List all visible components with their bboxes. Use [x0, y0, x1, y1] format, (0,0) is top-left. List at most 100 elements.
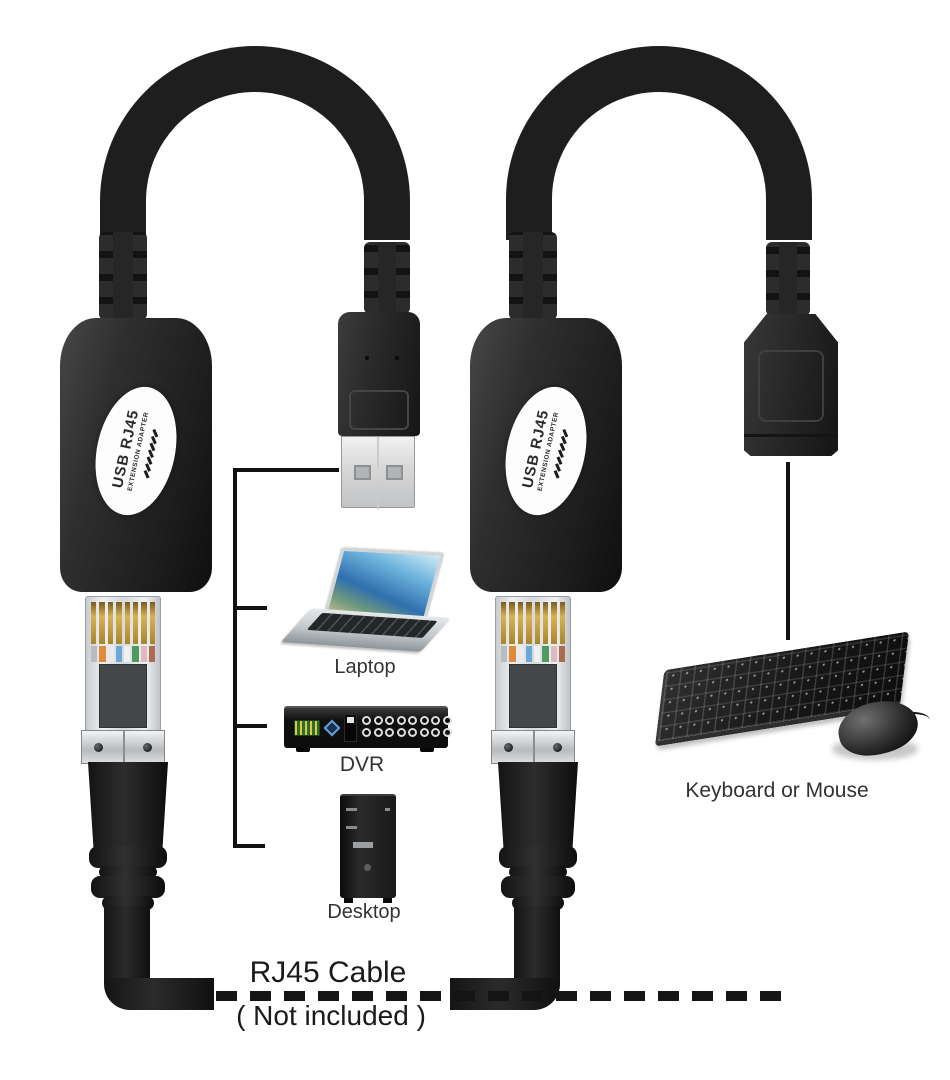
bnc	[362, 716, 371, 725]
left-boot-ring	[91, 876, 165, 898]
crimp-screw	[553, 743, 562, 752]
pin	[501, 602, 507, 644]
wire	[124, 646, 131, 662]
usb-female-seam	[744, 434, 838, 437]
crimp-split	[123, 731, 125, 763]
right-cable-arc	[506, 46, 812, 240]
bracket-branch-dvr	[237, 724, 267, 728]
dvr-port-pins	[347, 717, 354, 723]
bnc	[442, 728, 452, 737]
wire	[525, 646, 532, 662]
left-cable-arc	[100, 46, 410, 240]
wire	[107, 646, 114, 662]
bracket-branch-desktop	[237, 844, 265, 848]
bnc	[396, 716, 406, 725]
wire	[542, 646, 549, 662]
pin	[526, 602, 532, 644]
wire	[115, 646, 122, 662]
right-rj45-crimp-band	[491, 730, 575, 764]
pin	[124, 602, 130, 644]
right-boot-ring	[499, 846, 577, 868]
right-rj45-boot	[498, 762, 578, 850]
wire	[91, 646, 98, 662]
pin	[107, 602, 114, 644]
bnc	[419, 728, 429, 737]
bnc	[373, 716, 383, 725]
left-rj45-crimp-band	[81, 730, 165, 764]
usb-male-metal-tip	[341, 436, 415, 509]
rj45-cable-through	[99, 664, 147, 728]
bnc	[431, 716, 440, 725]
usb-female-strain-relief	[766, 242, 810, 316]
rj45-cable-dashed-line	[216, 991, 788, 1001]
dvr-image	[284, 706, 452, 752]
bracket-vertical-line	[233, 468, 237, 848]
bnc	[408, 716, 417, 725]
rj45-gold-pins	[91, 602, 155, 644]
bnc	[442, 716, 452, 725]
usb-housing-outline	[349, 390, 409, 430]
bnc	[373, 728, 383, 737]
right-boot-ring	[509, 866, 567, 878]
dvr-label: DVR	[339, 753, 385, 776]
rj45-cable-label: RJ45 Cable	[249, 956, 407, 989]
rj45-wires	[91, 646, 155, 662]
usb-housing-dot	[395, 356, 399, 360]
tower-drive-slot	[346, 808, 357, 811]
tower-drive-bay	[353, 842, 373, 848]
wire	[509, 646, 516, 662]
dvr-foot	[420, 748, 434, 752]
left-adapter-label-text: USB RJ45 EXTENSION ADAPTER	[105, 387, 168, 514]
right-patch-cable-vertical	[514, 906, 560, 984]
left-boot-ring	[99, 866, 157, 878]
bnc	[385, 728, 394, 737]
pin	[99, 602, 105, 644]
pin	[141, 602, 147, 644]
pin	[559, 602, 565, 644]
dvr-bnc-connectors	[362, 716, 453, 737]
pin	[149, 602, 155, 644]
usb-female-connector	[744, 314, 838, 456]
right-adapter-label-text: USB RJ45 EXTENSION ADAPTER	[515, 387, 578, 514]
tower-vent	[385, 808, 390, 811]
left-rj45-boot	[88, 762, 168, 850]
wire	[534, 646, 541, 662]
dvr-terminal-block	[294, 720, 320, 736]
crimp-screw	[143, 743, 152, 752]
bnc	[419, 716, 429, 725]
left-patch-cable-vertical	[104, 906, 150, 984]
usb-female-outline	[758, 350, 824, 422]
laptop-label: Laptop	[334, 656, 396, 678]
usb-metal-hole	[386, 465, 403, 480]
rj45-wires	[501, 646, 565, 662]
usb-metal-hole	[354, 465, 371, 480]
dvr-network-port	[344, 714, 357, 742]
tower-foot	[344, 898, 353, 903]
bracket-branch-laptop	[237, 606, 267, 610]
tower-drive-slot	[346, 826, 357, 829]
pin	[509, 602, 515, 644]
dvr-foot	[296, 748, 310, 752]
bnc	[396, 728, 406, 737]
keyboard-connector-line	[786, 462, 790, 640]
rj45-gold-pins	[501, 602, 565, 644]
wire	[517, 646, 524, 662]
left-patch-cable-horizontal	[104, 978, 214, 1010]
tower-power-button	[364, 864, 371, 871]
wire	[132, 646, 139, 662]
left-boot-ring	[89, 846, 167, 868]
pin	[91, 602, 97, 644]
dvr-logo-diamond	[323, 719, 341, 737]
laptop-keyboard-keys	[306, 612, 438, 638]
bnc	[362, 728, 371, 737]
crimp-screw	[94, 743, 103, 752]
crimp-screw	[504, 743, 513, 752]
bnc	[408, 728, 417, 737]
usb-male-strain-relief	[364, 242, 410, 314]
usb-housing-dot	[365, 356, 369, 360]
right-rj45-plug	[495, 596, 571, 736]
not-included-label: ( Not included )	[236, 1000, 426, 1031]
pin	[542, 602, 549, 644]
usb-metal-seam	[377, 483, 379, 509]
